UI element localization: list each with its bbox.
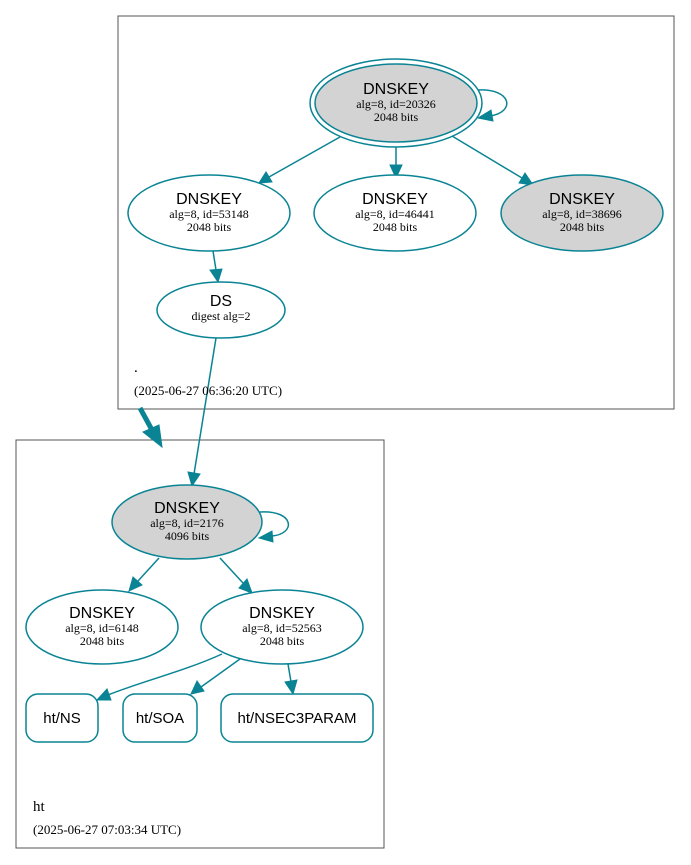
node-root-zsk1-line1: alg=8, id=53148: [169, 207, 249, 221]
node-ht-zsk1-shape: [25, 589, 179, 665]
node-root-key3-shape: [500, 174, 664, 252]
node-ht-ksk-title: DNSKEY: [154, 500, 220, 517]
node-root-zsk1: DNSKEY alg=8, id=53148 2048 bits: [127, 174, 291, 252]
edge-ht-ksk-zsk1: [137, 557, 160, 582]
node-root-zsk2: DNSKEY alg=8, id=46441 2048 bits: [313, 174, 477, 252]
node-root-zsk2-line2: 2048 bits: [373, 220, 418, 234]
edge-root-ksk-zsk2-arrow: [389, 164, 403, 180]
zone-name-root: .: [134, 360, 138, 376]
edge-root-ksk-self: [476, 89, 508, 117]
node-ht-ds-title: DS: [210, 293, 232, 310]
edge-ht-zsk2-soa-arrow: [190, 680, 205, 695]
node-root-ksk: DNSKEY alg=8, id=20326 2048 bits: [309, 58, 483, 148]
edge-ht-ksk-zsk2: [219, 557, 244, 584]
node-root-ksk-title: DNSKEY: [363, 81, 429, 98]
node-root-ksk-line2: 2048 bits: [374, 110, 419, 124]
node-root-zsk1-title: DNSKEY: [176, 191, 242, 208]
edge-root-ksk-zsk1: [268, 136, 341, 178]
node-root-zsk1-shape: [127, 174, 291, 252]
rrset-soa: ht/SOA: [122, 693, 198, 743]
node-ht-zsk2: DNSKEY alg=8, id=52563 2048 bits: [200, 589, 364, 665]
edge-root-ksk-self-arrow: [476, 109, 494, 122]
edge-delegation-arrow: [142, 424, 163, 449]
zone-box-root: [117, 15, 675, 410]
edge-ht-zsk2-ns: [107, 653, 223, 696]
edge-root-zsk1-ds-arrow: [209, 268, 223, 284]
edge-ht-ksk-zsk2-arrow: [238, 578, 253, 594]
node-ht-zsk2-shape: [200, 589, 364, 665]
node-ht-ksk-line1: alg=8, id=2176: [150, 516, 224, 530]
rrset-nsec3param: ht/NSEC3PARAM: [220, 693, 374, 743]
node-root-key3-line2: 2048 bits: [560, 220, 605, 234]
edge-root-ksk-key3-arrow: [518, 172, 535, 186]
edge-delegation: [137, 406, 155, 432]
node-ht-ksk-line2: 4096 bits: [165, 529, 210, 543]
zone-timestamp-root: (2025-06-27 06:36:20 UTC): [134, 383, 282, 398]
node-root-zsk2-shape: [313, 174, 477, 252]
node-ht-zsk1-title: DNSKEY: [69, 605, 135, 622]
rrset-ns: ht/NS: [25, 693, 99, 743]
edge-ht-ksk-zsk1-arrow: [128, 576, 143, 592]
zone-name-ht: ht: [33, 799, 46, 815]
node-root-zsk1-line2: 2048 bits: [187, 220, 232, 234]
rrset-nsec3param-label: ht/NSEC3PARAM: [238, 710, 357, 727]
node-root-zsk2-title: DNSKEY: [362, 191, 428, 208]
node-ht-ds-shape: [156, 281, 286, 339]
rrset-nsec3param-shape: [220, 693, 374, 743]
edge-ht-ksk-self: [259, 511, 289, 537]
node-ht-ds-line1: digest alg=2: [191, 309, 250, 323]
edge-ds-ht-ksk: [193, 337, 217, 475]
rrset-ns-label: ht/NS: [43, 710, 81, 727]
node-ht-ksk-shape: [111, 484, 263, 560]
node-ht-zsk2-title: DNSKEY: [249, 605, 315, 622]
node-ht-ksk: DNSKEY alg=8, id=2176 4096 bits: [111, 484, 263, 560]
node-ht-zsk2-line1: alg=8, id=52563: [242, 621, 322, 635]
node-root-key3: DNSKEY alg=8, id=38696 2048 bits: [500, 174, 664, 252]
edge-ht-zsk2-nsec3param: [287, 663, 292, 683]
node-ht-zsk1-line2: 2048 bits: [80, 634, 125, 648]
edge-root-zsk1-ds: [212, 250, 217, 271]
node-ht-ds: DS digest alg=2: [156, 281, 286, 339]
rrset-soa-label: ht/SOA: [136, 710, 184, 727]
node-ht-zsk2-line2: 2048 bits: [260, 634, 305, 648]
zone-timestamp-ht: (2025-06-27 07:03:34 UTC): [33, 822, 181, 837]
edge-ds-ht-ksk-arrow: [187, 471, 201, 488]
edge-ht-zsk2-ns-arrow: [95, 688, 112, 701]
node-root-ksk-line1: alg=8, id=20326: [356, 97, 436, 111]
node-root-key3-line1: alg=8, id=38696: [542, 207, 622, 221]
rrset-ns-shape: [25, 693, 99, 743]
node-ht-zsk1: DNSKEY alg=8, id=6148 2048 bits: [25, 589, 179, 665]
edge-ht-zsk2-soa: [200, 658, 241, 688]
edge-ht-ksk-self-arrow: [257, 530, 274, 543]
node-root-ksk-shape: [314, 63, 478, 143]
node-root-zsk2-line1: alg=8, id=46441: [355, 207, 435, 221]
edge-root-ksk-zsk1-arrow: [258, 171, 273, 184]
edge-ht-zsk2-nsec3param-arrow: [284, 679, 298, 696]
node-root-key3-title: DNSKEY: [549, 191, 615, 208]
edge-root-ksk-key3: [451, 135, 523, 179]
node-ht-zsk1-line1: alg=8, id=6148: [65, 621, 139, 635]
rrset-soa-shape: [122, 693, 198, 743]
